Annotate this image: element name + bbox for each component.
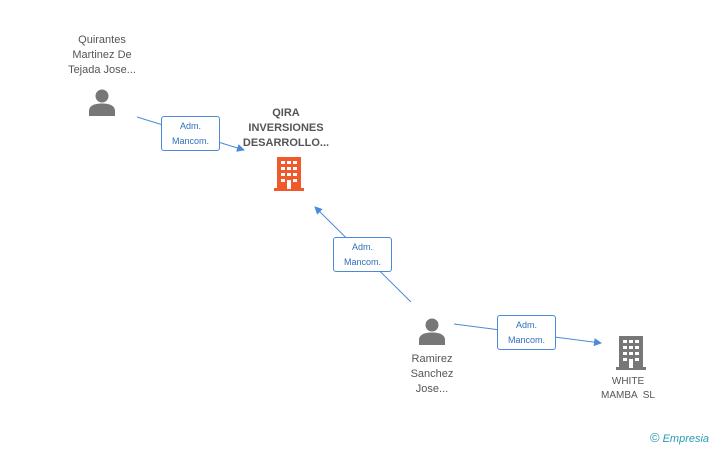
company-label-qira[interactable]: QIRA INVERSIONES DESARROLLO... [229,106,343,151]
node-label-line: INVERSIONES [248,122,324,134]
node-label-line: Jose... [415,383,449,395]
node-label-line: MAMBA SL [601,390,655,401]
node-label-line: Martinez De [72,49,132,61]
brand-name: Empresia [662,433,710,445]
edge-label-line: Mancom. [171,136,209,146]
node-label-line: Tejada Jose... [68,64,136,76]
edge-label-line: Mancom. [343,257,381,267]
edge-label-line: Adm. [179,121,201,131]
node-label-line: Quirantes [78,34,126,46]
edge-label-quirantes-qira[interactable]: Adm. Mancom. [161,116,220,151]
person-icon[interactable] [419,318,445,346]
node-label-line: DESARROLLO... [242,137,330,149]
edge-label-line: Mancom. [507,335,545,345]
person-label-ramirez[interactable]: Ramirez Sanchez Jose... [380,352,484,397]
person-icon[interactable] [89,89,115,117]
edge-label-ramirez-qira[interactable]: Adm. Mancom. [333,237,392,272]
node-label-line: WHITE [611,376,645,387]
node-label-line: Sanchez [410,368,454,380]
node-label-line: QIRA [272,107,300,119]
node-label-line: Ramirez [411,353,453,365]
brand-watermark[interactable]: ©Empresia [650,430,709,448]
building-icon[interactable] [274,157,304,191]
edge-label-line: Adm. [515,320,537,330]
copyright-icon: © [650,430,660,445]
building-icon[interactable] [616,336,646,370]
edge-label-line: Adm. [351,242,373,252]
company-label-white-mamba[interactable]: WHITE MAMBA SL [588,375,668,403]
person-label-quirantes[interactable]: Quirantes Martinez De Tejada Jose... [40,33,164,78]
edge-label-ramirez-whitemamba[interactable]: Adm. Mancom. [497,315,556,350]
